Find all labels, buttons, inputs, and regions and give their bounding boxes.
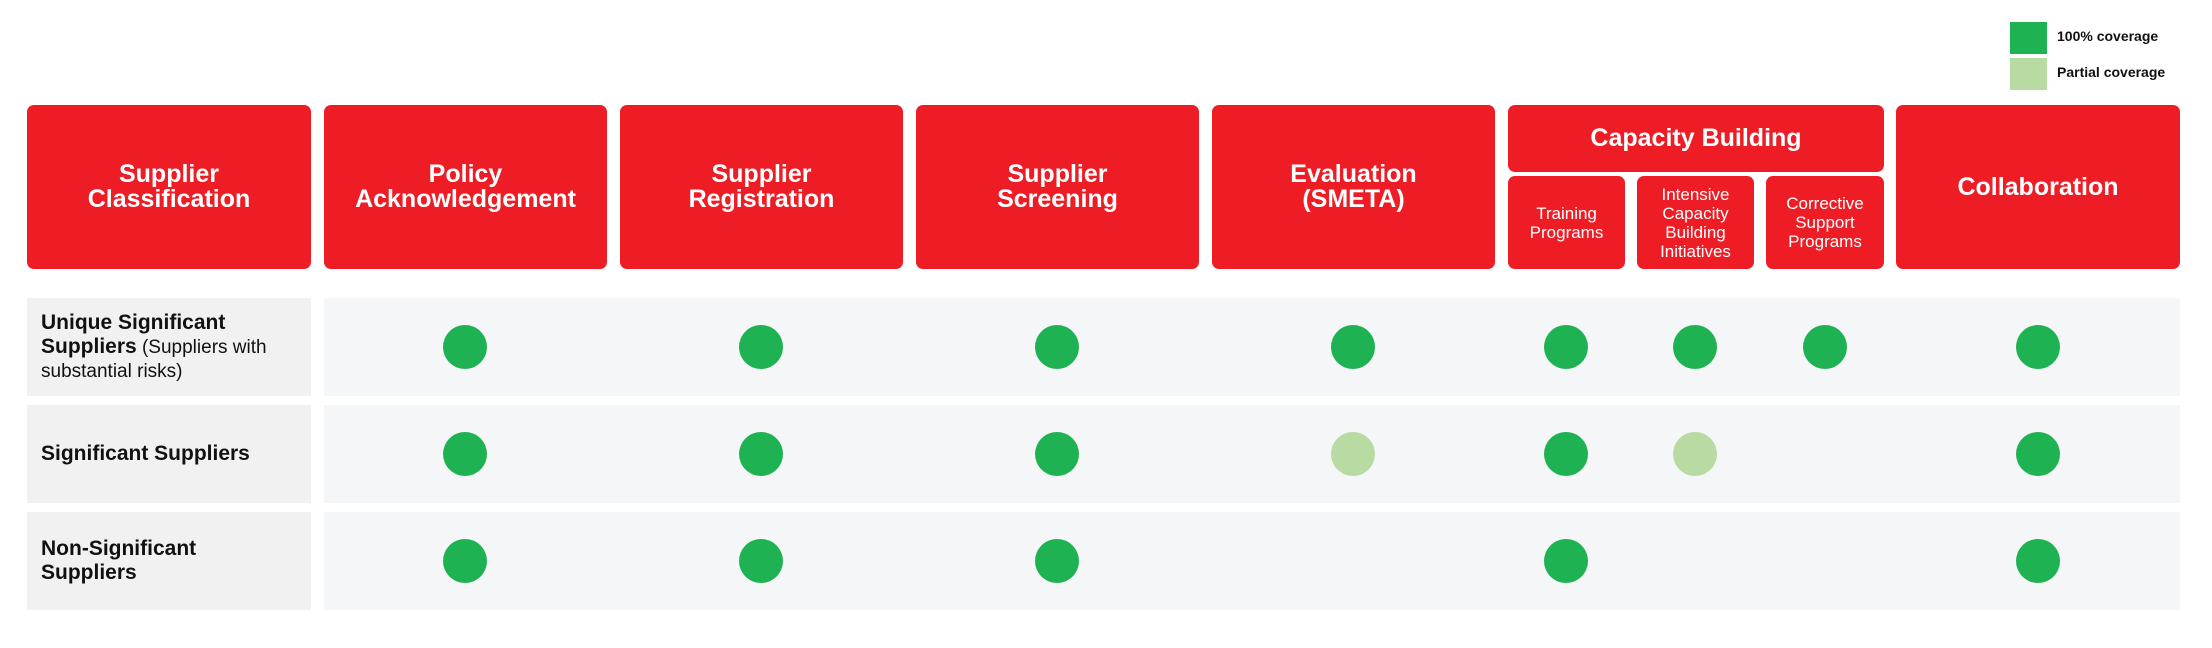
coverage-dot-full [739,325,783,369]
coverage-dot-full [443,432,487,476]
header-policy-acknowledgement: Policy Acknowledgement [324,105,607,269]
coverage-dot-full [443,325,487,369]
header-training-programs: Training Programs [1508,176,1625,269]
header-supplier-registration: Supplier Registration [620,105,903,269]
header-supplier-screening-text: Supplier Screening [997,160,1118,213]
coverage-dot-full [739,539,783,583]
header-policy-acknowledgement-text: Policy Acknowledgement [355,160,576,213]
header-capacity-building-text: Capacity Building [1590,124,1802,152]
header-supplier-classification-text: Supplier Classification [87,160,251,213]
coverage-dot-full [2016,325,2060,369]
coverage-dot-full [1035,432,1079,476]
row-label-unique-significant-text: Unique Significant Suppliers (Suppliers … [41,311,303,384]
coverage-dot-full [1803,325,1847,369]
legend-label-partial: Partial coverage [2057,64,2166,80]
row-band-non-significant [324,512,2180,610]
coverage-dot-full [1544,539,1588,583]
header-evaluation-smeta: Evaluation (SMETA) [1212,105,1495,269]
header-supplier-registration-text: Supplier Registration [688,160,835,213]
header-collaboration: Collaboration [1896,105,2180,269]
coverage-dot-full [1035,325,1079,369]
legend-swatch-full [2010,22,2047,54]
coverage-dot-full [2016,539,2060,583]
legend-swatch-partial [2010,58,2047,90]
row-label-significant: Significant Suppliers [27,405,311,503]
coverage-dot-full [1544,432,1588,476]
header-corrective-support: Corrective Support Programs [1766,176,1884,269]
coverage-dot-full [1331,325,1375,369]
coverage-dot-full [1035,539,1079,583]
row-label-non-significant: Non-Significant Suppliers [27,512,311,610]
row-label-unique-significant: Unique Significant Suppliers (Suppliers … [27,298,311,396]
coverage-dot-full [1673,325,1717,369]
row-label-unique-significant-note: (Suppliers with substantial risks) [41,336,267,382]
row-label-significant-text: Significant Suppliers [41,442,250,467]
row-label-unique-significant-main: Unique Significant Suppliers [41,310,226,358]
coverage-dot-full [1544,325,1588,369]
row-label-significant-main: Significant Suppliers [41,441,250,465]
row-label-non-significant-main: Non-Significant Suppliers [41,536,197,584]
header-corrective-support-text: Corrective Support Programs [1786,194,1864,251]
header-training-programs-text: Training Programs [1529,203,1604,242]
legend-label-full: 100% coverage [2057,28,2159,44]
coverage-dot-partial [1673,432,1717,476]
row-band-unique-significant [324,298,2180,396]
header-supplier-classification: Supplier Classification [27,105,311,269]
coverage-dot-full [739,432,783,476]
header-collaboration-text: Collaboration [1957,172,2119,201]
header-intensive-capacity: Intensive Capacity Building Initiatives [1637,176,1754,269]
coverage-dot-partial [1331,432,1375,476]
header-intensive-capacity-text: Intensive Capacity Building Initiatives [1660,184,1731,261]
header-capacity-building: Capacity Building [1508,105,1884,172]
header-evaluation-smeta-text: Evaluation (SMETA) [1290,160,1417,213]
row-label-non-significant-text: Non-Significant Suppliers [41,537,231,586]
row-band-significant [324,405,2180,503]
header-supplier-screening: Supplier Screening [916,105,1199,269]
coverage-dot-full [2016,432,2060,476]
coverage-dot-full [443,539,487,583]
